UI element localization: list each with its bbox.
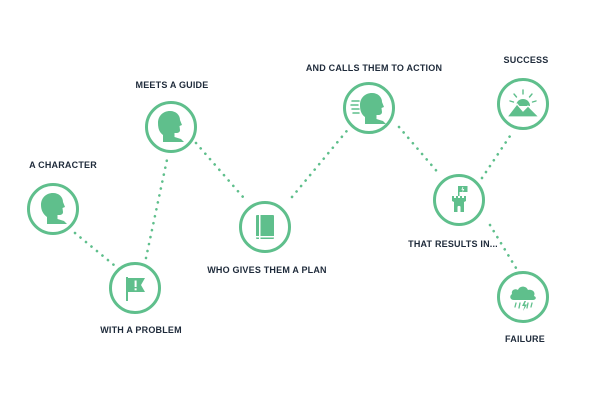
head-profile-icon — [158, 111, 184, 142]
connector-action-results — [397, 125, 442, 177]
step-node-plan — [239, 201, 291, 253]
connector-character-problem — [73, 231, 122, 272]
step-node-failure — [497, 271, 549, 323]
step-label-action: AND CALLS THEM TO ACTION — [305, 63, 443, 73]
sunrise-mountains-icon — [505, 89, 541, 118]
step-node-results — [433, 174, 485, 226]
step-label-character: A CHARACTER — [29, 160, 97, 170]
step-label-plan: WHO GIVES THEM A PLAN — [207, 265, 327, 275]
step-label-guide: MEETS A GUIDE — [135, 80, 209, 90]
step-node-action — [343, 82, 395, 134]
storm-cloud-icon — [510, 286, 536, 311]
step-node-problem — [109, 262, 161, 314]
warning-flag-icon — [126, 277, 145, 301]
step-node-guide — [145, 101, 197, 153]
connector-guide-plan — [194, 141, 245, 199]
connector-results-success — [480, 131, 514, 180]
step-node-success — [497, 78, 549, 130]
book-icon — [256, 215, 274, 239]
castle-tower-flag-icon — [452, 186, 468, 212]
step-label-results: THAT RESULTS IN... — [408, 239, 498, 249]
connector-results-failure — [488, 223, 518, 270]
step-label-failure: FAILURE — [505, 334, 545, 344]
step-label-success: SUCCESS — [503, 55, 549, 65]
head-profile-icon — [41, 193, 67, 224]
step-label-problem: WITH A PROBLEM — [100, 325, 182, 335]
step-node-character — [27, 183, 79, 235]
connector-problem-guide — [144, 153, 170, 260]
speaking-head-icon — [350, 93, 386, 124]
connector-plan-action — [290, 125, 352, 199]
